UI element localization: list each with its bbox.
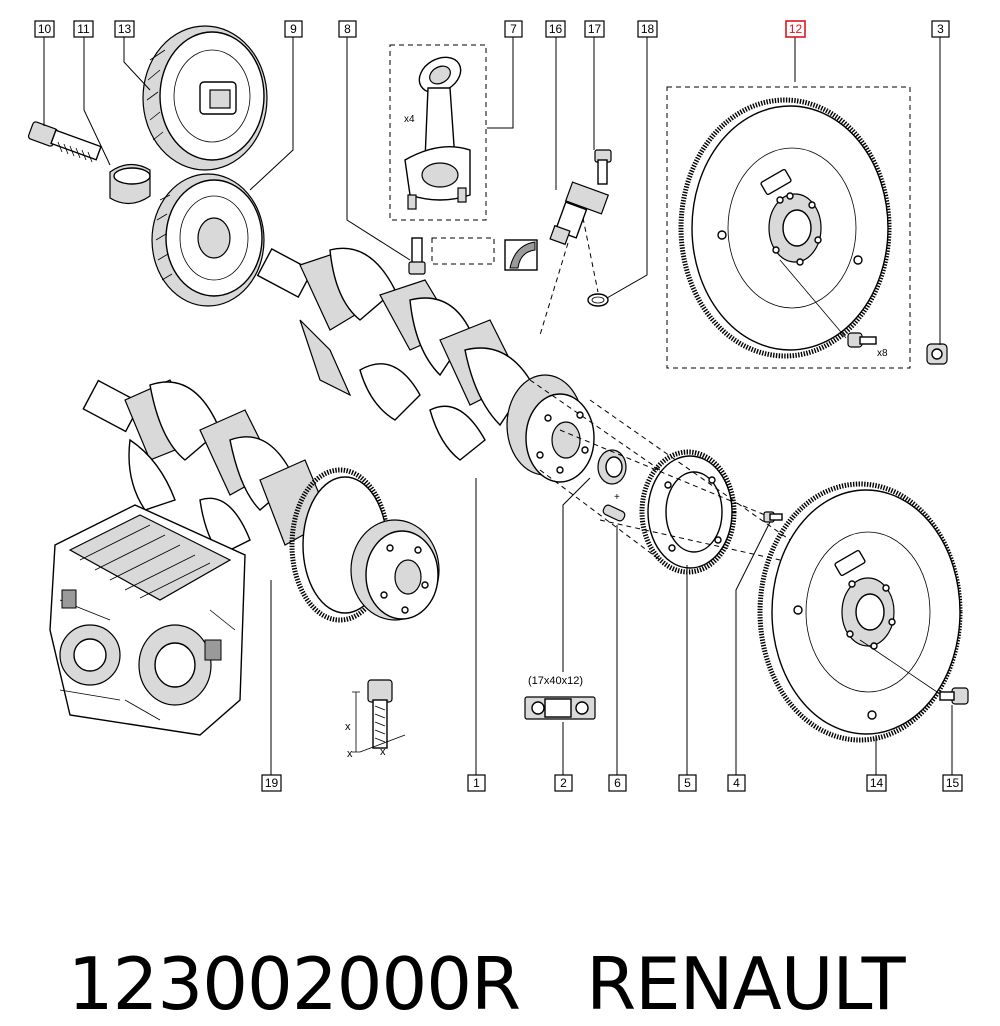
pulley-bolt — [27, 121, 102, 163]
svg-text:4: 4 — [733, 776, 740, 790]
pilot-bearing — [597, 449, 627, 485]
svg-text:17: 17 — [588, 22, 602, 36]
part-number: 123002000R — [67, 942, 521, 1026]
aux-frame — [431, 237, 495, 265]
svg-text:5: 5 — [684, 776, 691, 790]
crankshaft-assembly — [82, 379, 440, 623]
callout-7: 7 — [504, 20, 523, 38]
target-wheel-screw — [763, 511, 783, 523]
flywheel-bolt: x8 — [847, 332, 888, 359]
svg-text:9: 9 — [290, 22, 297, 36]
callout-6: 6 — [608, 774, 627, 792]
flywheel-lower — [757, 481, 963, 743]
callout-15: 15 — [942, 774, 963, 792]
svg-text:11: 11 — [77, 22, 90, 36]
callout-10: 10 — [34, 20, 55, 38]
callout-17: 17 — [584, 20, 605, 38]
svg-text:12: 12 — [789, 22, 803, 36]
sensor-bolt — [594, 149, 612, 185]
svg-text:+: + — [614, 492, 620, 503]
svg-text:6: 6 — [614, 776, 621, 790]
connecting-rod: x4 — [404, 56, 471, 210]
flywheel-bolt-3 — [926, 343, 948, 365]
callout-4: 4 — [727, 774, 746, 792]
conrod-qty-label: x4 — [404, 114, 415, 125]
callout-19: 19 — [261, 774, 282, 792]
svg-text:10: 10 — [38, 22, 52, 36]
svg-text:8: 8 — [344, 22, 351, 36]
callout-3: 3 — [931, 20, 950, 38]
bolt-dimension-diagram: x x x — [345, 679, 406, 760]
callout-18: 18 — [637, 20, 658, 38]
callout-9: 9 — [284, 20, 303, 38]
callout-5: 5 — [678, 774, 697, 792]
callout-13: 13 — [114, 20, 135, 38]
bearing-size-diagram: (17x40x12) — [524, 675, 596, 720]
callout-8: 8 — [338, 20, 357, 38]
callout-11: 11 — [73, 20, 94, 38]
svg-text:14: 14 — [870, 776, 884, 790]
engine-block — [49, 504, 246, 736]
brand-name: RENAULT — [586, 942, 906, 1026]
svg-text:15: 15 — [946, 776, 960, 790]
flywheel-group-frame — [666, 86, 911, 369]
callout-2: 2 — [554, 774, 573, 792]
svg-text:7: 7 — [510, 22, 517, 36]
dim-label-x3: x — [380, 746, 386, 758]
svg-text:19: 19 — [265, 776, 279, 790]
sensor-symbol — [504, 239, 538, 271]
flywheel-lower-bolt — [939, 687, 969, 705]
pulley-top — [142, 25, 268, 171]
flywheel-bolt-qty-label: x8 — [877, 348, 888, 359]
conrod-group-frame — [389, 44, 487, 221]
damper-pulley — [151, 173, 265, 307]
crankshaft-main — [256, 247, 595, 483]
part-caption: 123002000R RENAULT — [24, 858, 906, 1026]
callout-16: 16 — [545, 20, 566, 38]
o-ring — [587, 293, 609, 307]
svg-text:1: 1 — [473, 776, 480, 790]
target-wheel — [639, 449, 737, 575]
svg-text:3: 3 — [937, 22, 944, 36]
callout-1: 1 — [467, 774, 486, 792]
callout-14: 14 — [866, 774, 887, 792]
dowel-pin: + — [602, 492, 626, 522]
conrod-bolt — [408, 237, 426, 275]
svg-text:2: 2 — [560, 776, 567, 790]
spacer — [109, 163, 151, 205]
svg-text:13: 13 — [118, 22, 132, 36]
callout-12: 12 — [785, 20, 806, 38]
crank-sensor — [549, 181, 610, 246]
svg-text:18: 18 — [641, 22, 655, 36]
dim-label-x2: x — [347, 748, 353, 760]
exploded-parts-diagram: x4 x8 — [27, 20, 969, 792]
bearing-size-label: (17x40x12) — [528, 675, 583, 687]
svg-text:16: 16 — [549, 22, 563, 36]
dim-label-x1: x — [345, 721, 351, 733]
flywheel-assembly — [678, 97, 892, 359]
